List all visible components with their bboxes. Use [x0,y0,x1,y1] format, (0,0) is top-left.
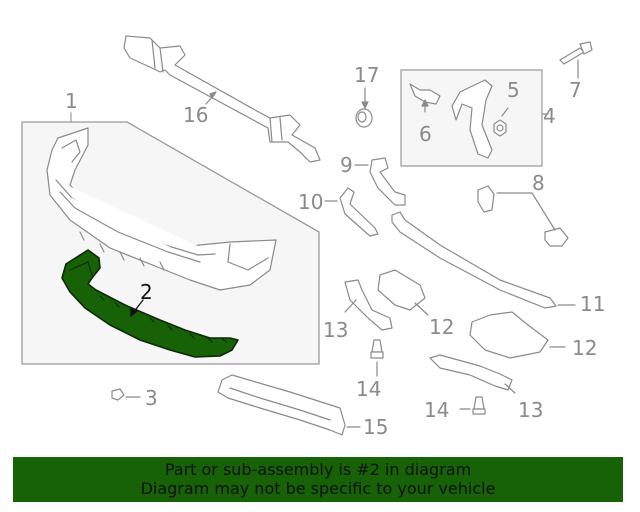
bracket-part-12b [469,311,566,359]
callout-2[interactable]: 2 [140,280,153,304]
callout-17[interactable]: 17 [354,63,380,87]
callout-7[interactable]: 7 [569,78,582,102]
bumper-cover-part-1 [46,127,277,291]
callout-9[interactable]: 9 [340,153,353,177]
callout-5[interactable]: 5 [507,78,520,102]
bolt-part-14a [370,339,384,377]
bracket-part-10 [324,187,379,237]
bracket-part-13b [429,354,516,394]
callout-14b[interactable]: 14 [424,398,450,422]
bracket-kit-part-4 [400,69,549,167]
bracket-part-9 [354,157,406,206]
banner-line-part-number: Part or sub-assembly is #2 in diagram [164,460,472,479]
strip-part-11 [391,211,576,309]
bolt-part-7 [559,41,593,79]
callout-10[interactable]: 10 [298,190,324,214]
callout-14a[interactable]: 14 [356,377,382,401]
lower-valance-part-2 [61,249,239,358]
callout-4[interactable]: 4 [543,104,556,128]
nut-part-17 [355,87,373,128]
bracket-part-13a [344,279,393,331]
clip-part-8 [477,185,569,247]
callout-13b[interactable]: 13 [518,398,544,422]
callout-13a[interactable]: 13 [323,318,349,342]
bolt-part-14b [459,396,486,415]
banner-line-disclaimer: Diagram may not be specific to your vehi… [140,479,496,498]
callout-3[interactable]: 3 [145,386,158,410]
callout-15[interactable]: 15 [363,415,389,439]
bracket-part-12a [377,269,429,316]
highlight-notice-banner: Part or sub-assembly is #2 in diagram Di… [13,457,623,502]
parts-diagram: 1 2 3 4 5 6 7 8 9 10 11 12 12 13 13 14 1… [21,35,606,439]
callout-6[interactable]: 6 [419,122,432,146]
reinforcement-bar-part-16 [123,35,321,163]
clip-part-3 [111,388,141,401]
callout-11[interactable]: 11 [580,292,606,316]
callout-1[interactable]: 1 [65,89,78,113]
callout-12b[interactable]: 12 [572,336,598,360]
callout-12a[interactable]: 12 [429,315,455,339]
callout-16[interactable]: 16 [183,103,209,127]
undercover-part-15 [217,374,361,436]
callout-8[interactable]: 8 [532,171,545,195]
